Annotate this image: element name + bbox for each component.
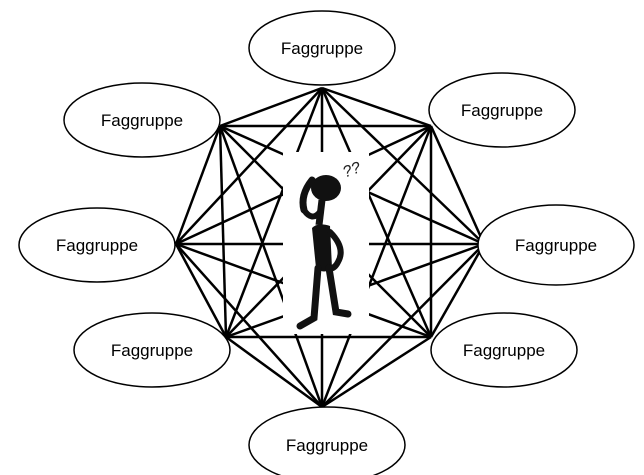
node-left: Faggruppe — [19, 208, 175, 282]
node-label: Faggruppe — [101, 111, 183, 130]
node-label: Faggruppe — [286, 436, 368, 455]
node-bottom: Faggruppe — [249, 407, 405, 475]
connection-line — [322, 88, 431, 126]
node-top: Faggruppe — [249, 11, 395, 85]
node-top-left: Faggruppe — [64, 83, 220, 157]
node-label: Faggruppe — [463, 341, 545, 360]
connection-line — [220, 126, 226, 337]
node-bottom-right: Faggruppe — [431, 313, 577, 387]
node-label: Faggruppe — [461, 101, 543, 120]
node-label: Faggruppe — [515, 236, 597, 255]
node-label: Faggruppe — [111, 341, 193, 360]
node-label: Faggruppe — [281, 39, 363, 58]
connection-line — [322, 337, 431, 407]
center-figure-panel: ?? — [283, 152, 369, 334]
connection-line — [226, 337, 322, 407]
node-bottom-left: Faggruppe — [74, 313, 230, 387]
node-top-right: Faggruppe — [429, 73, 575, 147]
node-label: Faggruppe — [56, 236, 138, 255]
node-right: Faggruppe — [478, 205, 634, 285]
connection-line — [220, 88, 322, 126]
